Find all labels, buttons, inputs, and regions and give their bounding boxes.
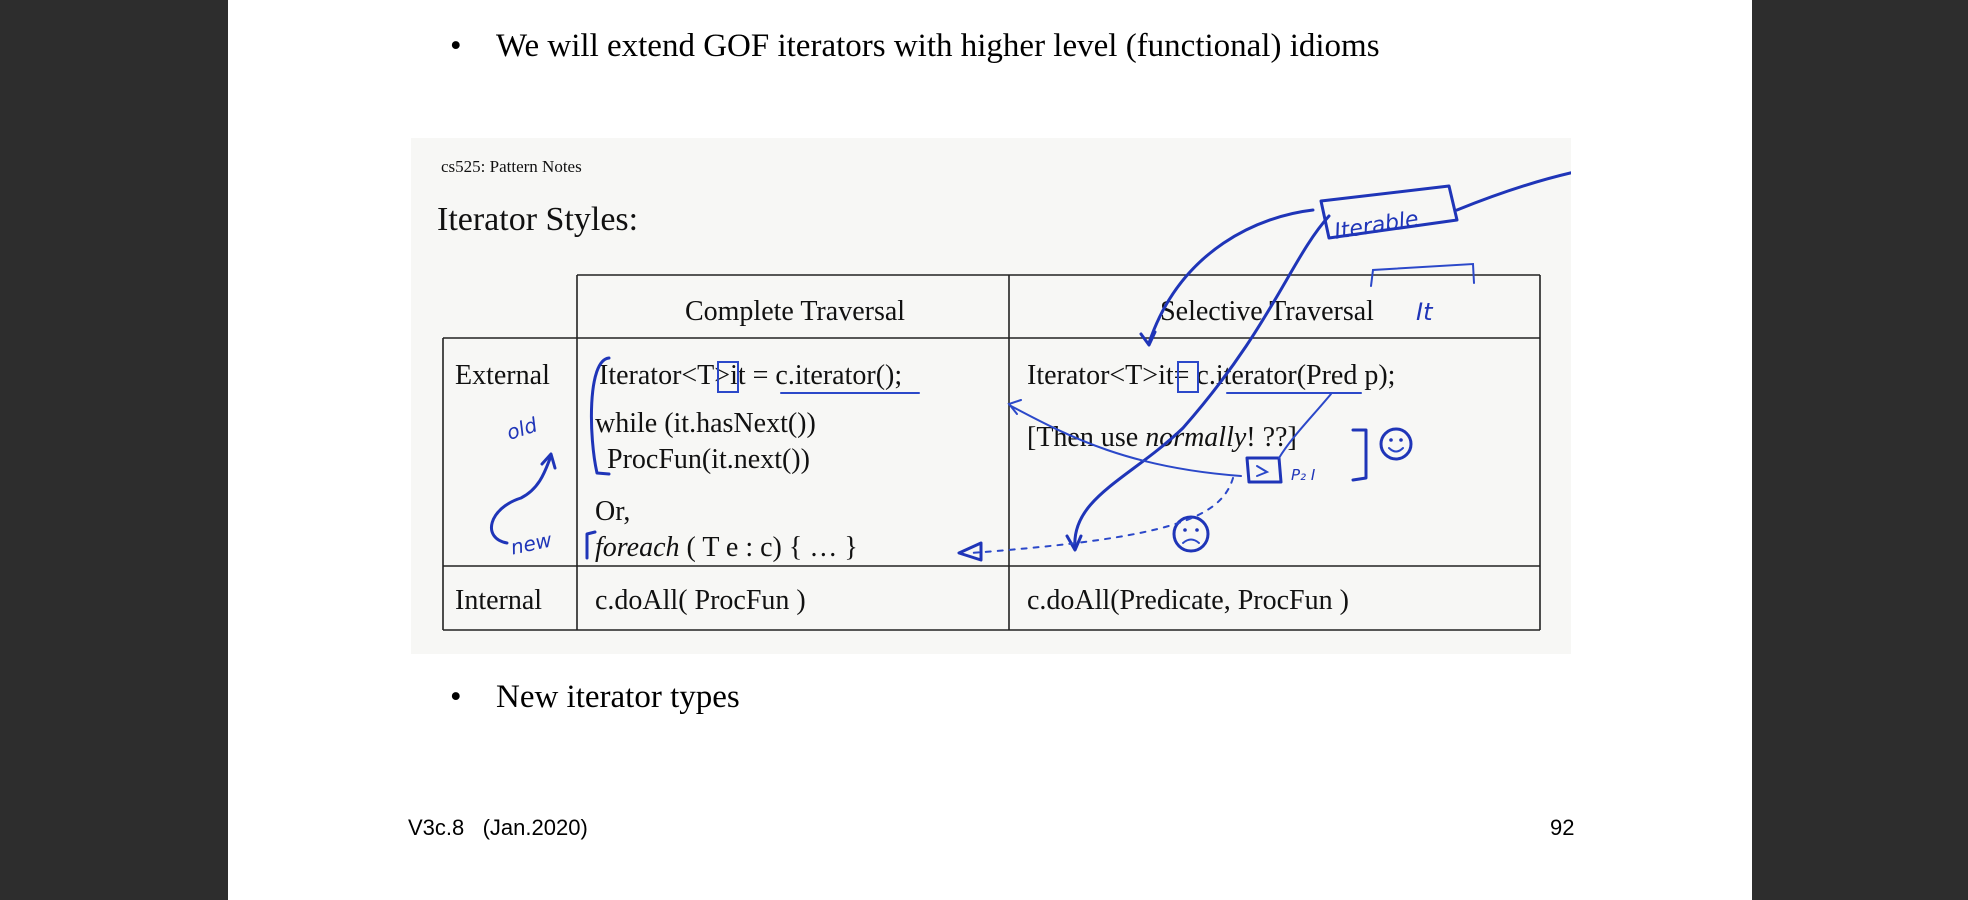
footer-page-number: 92 (1550, 815, 1575, 840)
iterable-tag: Iterable (1319, 184, 1459, 245)
row-label-internal: Internal (455, 585, 542, 616)
link-line (1010, 405, 1242, 477)
ext-selective-line2: [Then use normally! ??] (1027, 422, 1297, 453)
arrowhead (1065, 534, 1083, 552)
arrowhead (540, 452, 557, 470)
new-to-old-arrow (489, 454, 553, 545)
figure-canvas: cs525: Pattern Notes Iterator Styles: Co… (437, 157, 1571, 631)
it-box-selective (1177, 361, 1199, 393)
bullet-text: We will extend GOF iterators with higher… (496, 28, 1380, 64)
it-mark: It (1416, 298, 1434, 326)
code-brace (589, 356, 611, 476)
iterable-box (1319, 184, 1459, 240)
ext-complete-line4: Or, (595, 496, 630, 527)
int-complete: c.doAll( ProcFun ) (595, 585, 806, 616)
ext-selective-line1: Iterator<T>it= c.iterator(Pred p); (1027, 360, 1395, 391)
small-box-mark (1256, 465, 1270, 477)
slide-page: • We will extend GOF iterators with high… (228, 0, 1752, 900)
iterable-arrow-to-foreach (1073, 214, 1331, 550)
box-to-iterator-line (1278, 393, 1332, 459)
iterable-arrow-to-iterator (1147, 208, 1315, 345)
new-note: new (508, 527, 554, 559)
pred-bracket (1370, 262, 1475, 287)
ext-complete-line3: ProcFun(it.next()) (607, 444, 810, 475)
small-box (1245, 456, 1283, 484)
foreach-bracket (585, 530, 597, 560)
frown-icon (1172, 515, 1210, 553)
ext-complete-line1: Iterator<T>it = c.iterator(); (599, 360, 902, 391)
row-label-external: External (455, 360, 550, 391)
int-selective: c.doAll(Predicate, ProcFun ) (1027, 585, 1349, 616)
arrowhead (1007, 399, 1022, 415)
footer-version: V3c.8 (Jan.2020) (408, 815, 588, 840)
bullet-dot: • (450, 679, 462, 715)
table-grid (442, 274, 1541, 631)
bullet-text: New iterator types (496, 679, 740, 715)
old-note: old (504, 412, 541, 444)
note-bracket (1351, 428, 1368, 482)
iterable-arrow-to-selective (1455, 171, 1571, 212)
ext-complete-line2: while (it.hasNext()) (595, 408, 816, 439)
ext-complete-foreach: foreach ( T e : c) { … } (595, 532, 858, 563)
iterable-label: Iterable (1333, 207, 1421, 245)
it-box-complete (717, 361, 739, 393)
course-label: cs525: Pattern Notes (441, 157, 582, 176)
p-i-note: P₂ I (1291, 466, 1316, 484)
column-header-complete: Complete Traversal (685, 296, 905, 327)
smiley-icon (1379, 427, 1413, 461)
arrowhead (1139, 330, 1157, 347)
arrowhead (957, 541, 983, 562)
dashed-arrow (970, 477, 1234, 554)
bullet-dot: • (450, 28, 462, 64)
figure-heading: Iterator Styles: (437, 201, 638, 238)
iterator-styles-figure: cs525: Pattern Notes Iterator Styles: Co… (411, 138, 1571, 654)
